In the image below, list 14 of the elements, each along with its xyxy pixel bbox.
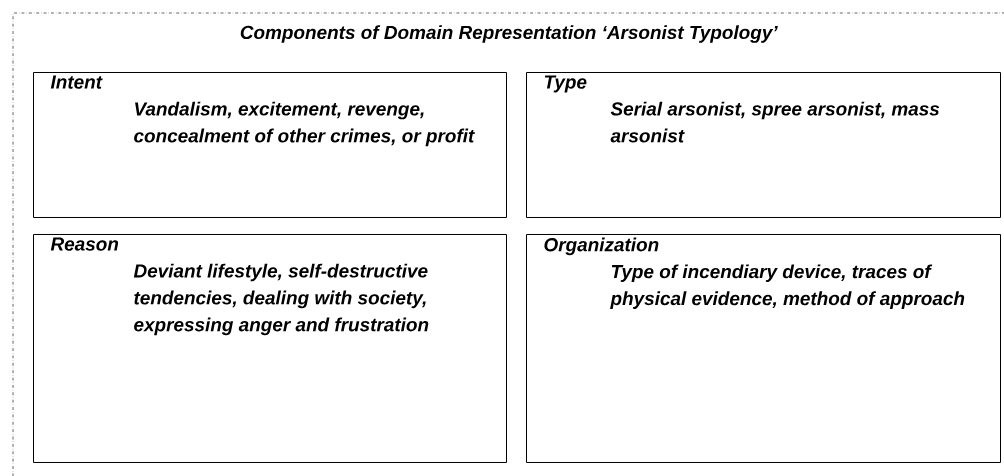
heading: Organization xyxy=(544,237,659,256)
text-box xyxy=(33,72,507,218)
text-box xyxy=(526,234,1001,463)
description: Type of incendiary device, traces of physical evidence, method of approach xyxy=(610,264,965,309)
text-box xyxy=(33,234,507,463)
text-box xyxy=(526,72,1001,218)
dashed-frame xyxy=(12,12,1004,476)
description: Serial arsonist, spree arsonist, mass arsonist xyxy=(610,101,940,143)
heading: Intent xyxy=(50,75,103,89)
heading: Type xyxy=(544,75,587,93)
description: Vandalism, excitement, revenge, concealment of other crimes, or profit xyxy=(134,101,475,147)
description: Deviant lifestyle, self-destructive tendencies, dealing with society, expressing anger and frustration xyxy=(133,263,429,336)
title: Components of Domain Representation ‘Arsonist Typology’ xyxy=(240,25,778,43)
heading: Reason xyxy=(50,237,119,251)
